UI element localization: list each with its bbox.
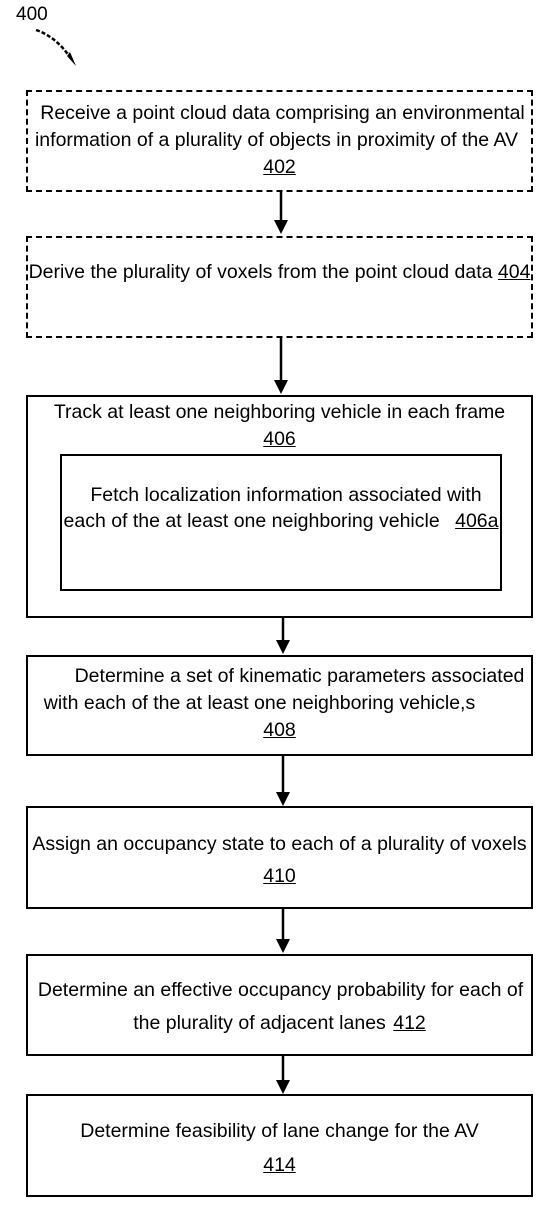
figure-label: 400 — [16, 4, 48, 25]
connector-408-410 — [276, 756, 290, 806]
connector-410-412 — [276, 909, 290, 953]
step-406a-ref: 406a — [455, 510, 499, 532]
step-404-text: Derive the plurality of voxels from the … — [28, 261, 493, 283]
step-414-text: Determine feasibility of lane change for… — [80, 1120, 479, 1142]
step-404-ref: 404 — [497, 261, 531, 283]
step-408-box: Determine a set of kinematic parameters … — [26, 655, 533, 756]
step-402-text: Receive a point cloud data comprising an… — [34, 102, 525, 151]
connector-402-404 — [274, 192, 288, 234]
step-406a-box: Fetch localization information associate… — [60, 454, 502, 591]
step-414-ref: 414 — [263, 1154, 296, 1176]
connector-404-406 — [274, 338, 288, 394]
step-408-ref: 408 — [263, 719, 296, 741]
connector-412-414 — [276, 1056, 290, 1094]
step-406-ref: 406 — [263, 428, 296, 450]
step-402-box: Receive a point cloud data comprising an… — [26, 90, 533, 192]
step-412-ref: 412 — [393, 1012, 426, 1034]
step-410-ref: 410 — [263, 865, 296, 887]
step-410-box: Assign an occupancy state to each of a p… — [26, 806, 533, 909]
step-406a-text: Fetch localization information associate… — [63, 484, 482, 532]
step-410-text: Assign an occupancy state to each of a p… — [32, 833, 527, 855]
step-412-text: Determine an effective occupancy probabi… — [37, 979, 524, 1034]
step-404-box: Derive the plurality of voxels from the … — [26, 236, 533, 338]
step-414-box: Determine feasibility of lane change for… — [26, 1094, 533, 1197]
figure-pointer-arrow — [35, 28, 76, 66]
step-402-ref: 402 — [263, 156, 296, 178]
step-408-text: Determine a set of kinematic parameters … — [43, 665, 525, 714]
connector-406-408 — [276, 618, 290, 654]
step-406-text: Track at least one neighboring vehicle i… — [53, 401, 506, 423]
step-412-box: Determine an effective occupancy probabi… — [26, 954, 533, 1056]
